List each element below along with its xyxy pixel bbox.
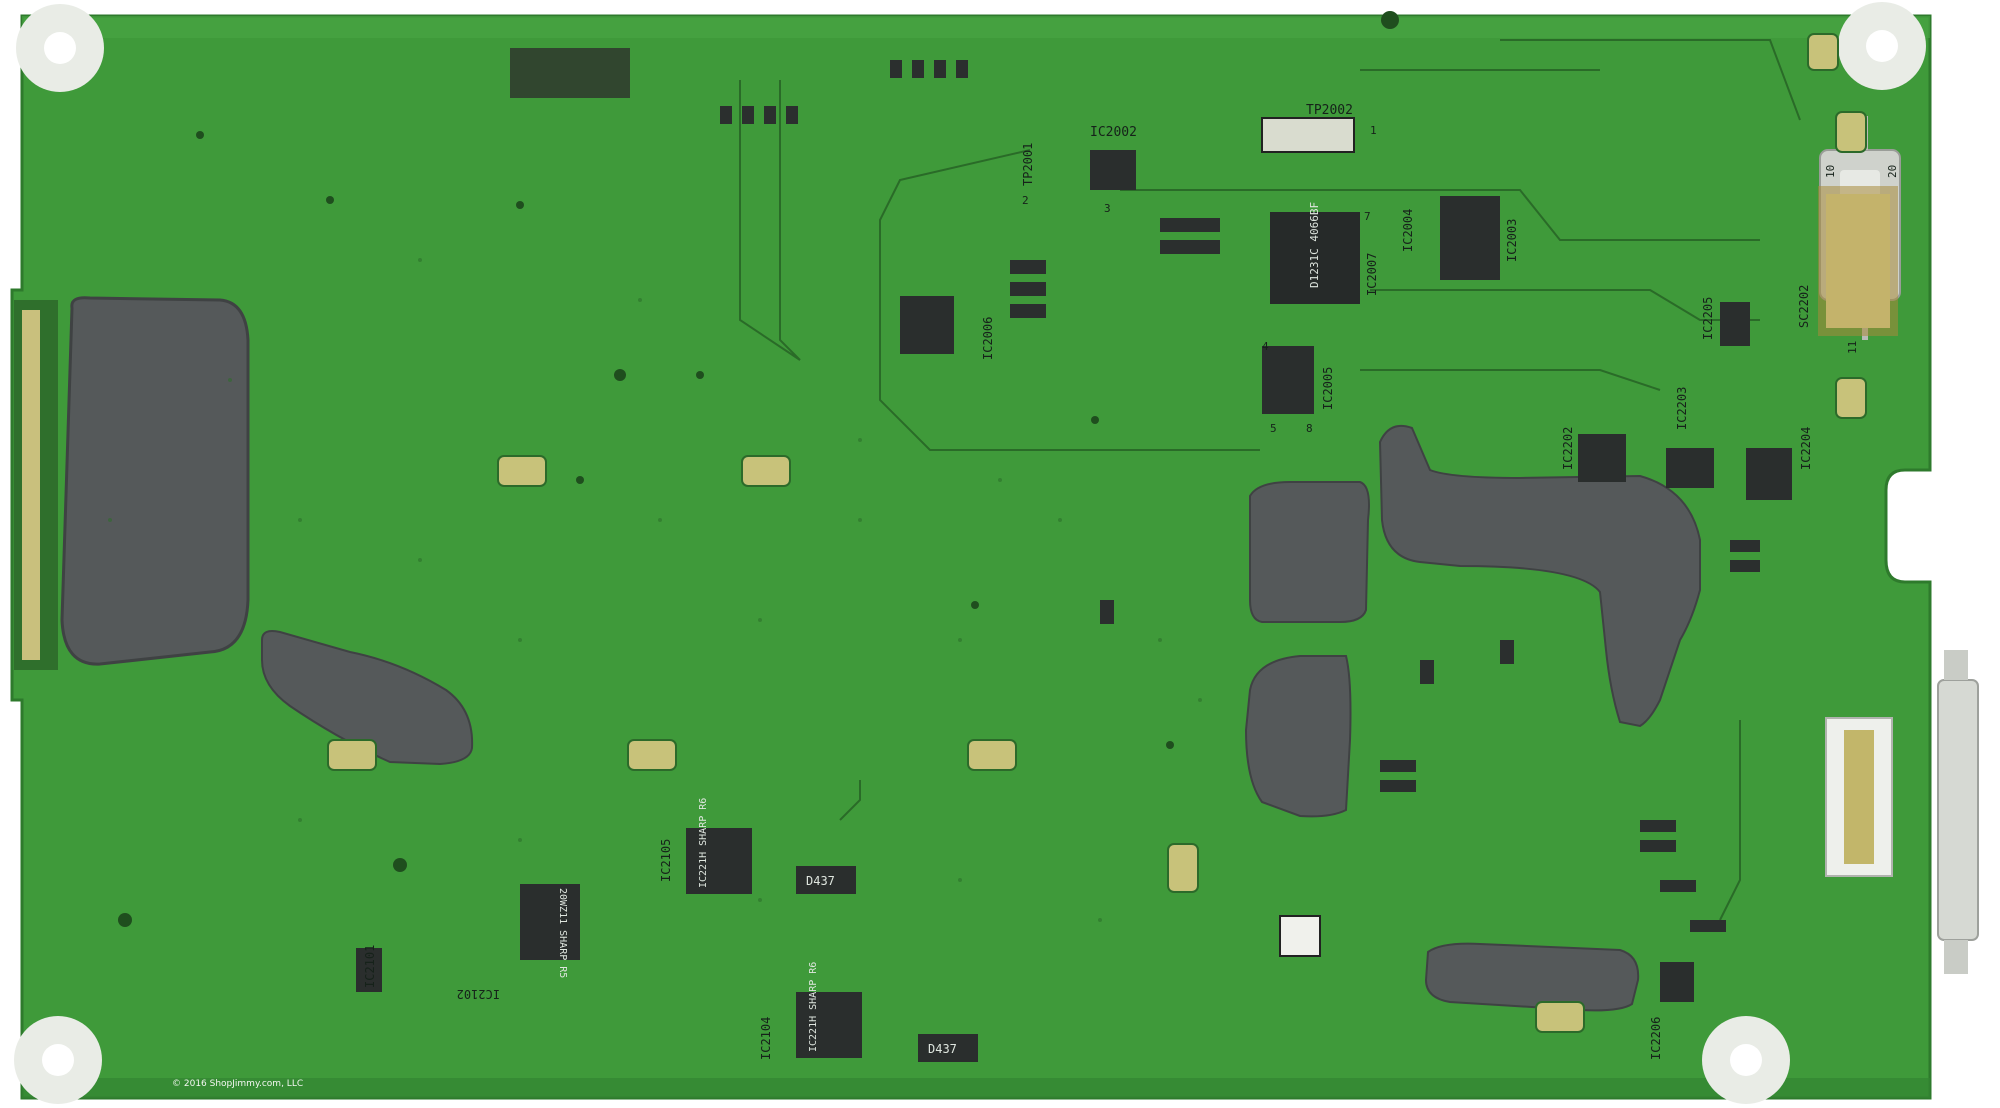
pin-number-4: 4 <box>1262 340 1269 353</box>
pin-number-20: 20 <box>1886 165 1899 178</box>
label-ic2007: IC2007 <box>1365 253 1379 296</box>
ic2003-package <box>1440 196 1500 280</box>
label-ic2005: IC2005 <box>1321 367 1335 410</box>
ic2105-package <box>686 828 752 894</box>
pin-number-5: 5 <box>1270 422 1277 435</box>
glue-blob-center-2 <box>1244 655 1352 818</box>
glue-blob-center-1 <box>1249 481 1370 623</box>
ic2007-marking-text: D1231C 4066BF <box>1308 202 1321 288</box>
header-connector-top <box>1818 186 1898 336</box>
ic2202-package <box>1578 434 1626 482</box>
glue-blobs <box>60 296 1701 1012</box>
ic-packages <box>356 150 1792 1062</box>
pin-number-11: 11 <box>1846 341 1859 354</box>
pin-number-7: 7 <box>1364 210 1371 223</box>
pin-number-3: 3 <box>1104 202 1111 215</box>
label-ic2101: IC2101 <box>363 945 377 988</box>
pin-number-8: 8 <box>1306 422 1313 435</box>
ic2205-package <box>1720 302 1750 346</box>
label-tp2002: TP2002 <box>1306 103 1353 118</box>
grid-dots <box>108 258 1202 922</box>
left-edge-connector <box>14 300 58 670</box>
ic2204-package <box>1746 448 1792 500</box>
label-ic2104: IC2104 <box>759 1017 773 1060</box>
ic2105-marking-text: IC221H SHARP R6 <box>698 798 709 888</box>
dvi-connector-bottom <box>1825 650 1979 974</box>
board-shade-top <box>22 16 1930 38</box>
mounting-holes <box>14 2 1926 1104</box>
copyright-text: © 2016 ShopJimmy.com, LLC <box>172 1079 303 1089</box>
ic2102-marking-text: 20WZ11 SHARP R5 <box>557 888 568 978</box>
diode-1-marking-text: D437 <box>806 874 835 888</box>
ic2002-package <box>1090 150 1136 190</box>
pin-number-2: 2 <box>1022 194 1029 207</box>
label-ic2002: IC2002 <box>1090 125 1137 140</box>
pin-number-1: 1 <box>1370 124 1377 137</box>
ic2102-package <box>520 884 580 960</box>
diode-2-marking-text: D437 <box>928 1042 957 1056</box>
board-shade-bottom <box>22 1078 1930 1098</box>
ic2007-package <box>1270 212 1360 304</box>
smd-components <box>720 60 1760 957</box>
ic2104-marking-text: IC221H SHARP R6 <box>808 962 819 1052</box>
gold-pads <box>327 33 1867 1033</box>
diode-1-package <box>796 866 856 894</box>
label-ic2205: IC2205 <box>1701 297 1715 340</box>
ic2203-package <box>1666 448 1714 488</box>
label-sc2202: SC2202 <box>1797 285 1811 328</box>
ic2101-package <box>356 948 382 992</box>
label-ic2003: IC2003 <box>1505 219 1519 262</box>
via-dots <box>118 11 1399 927</box>
label-tp2001: TP2001 <box>1021 143 1035 186</box>
ic2006-package <box>900 296 954 354</box>
glue-blob-left <box>60 296 250 666</box>
pin-header-top <box>510 48 1355 153</box>
label-ic2102: IC2102 <box>457 987 500 1001</box>
diode-2-package <box>918 1034 978 1062</box>
label-ic2006: IC2006 <box>981 317 995 360</box>
label-ic2105: IC2105 <box>659 839 673 882</box>
label-ic2204: IC2204 <box>1799 427 1813 470</box>
glue-blob-right <box>1378 424 1701 728</box>
ic2104-package <box>796 992 862 1058</box>
label-ic2206: IC2206 <box>1649 1017 1663 1060</box>
glue-blob-mid-left <box>261 630 474 766</box>
label-ic2203: IC2203 <box>1675 387 1689 430</box>
glue-blob-bottom-right <box>1424 942 1640 1012</box>
ic2206-package <box>1660 962 1694 1002</box>
ic2005-package <box>1262 346 1314 414</box>
label-ic2202: IC2202 <box>1561 427 1575 470</box>
pin-number-10: 10 <box>1824 165 1837 178</box>
label-ic2004: IC2004 <box>1401 209 1415 252</box>
